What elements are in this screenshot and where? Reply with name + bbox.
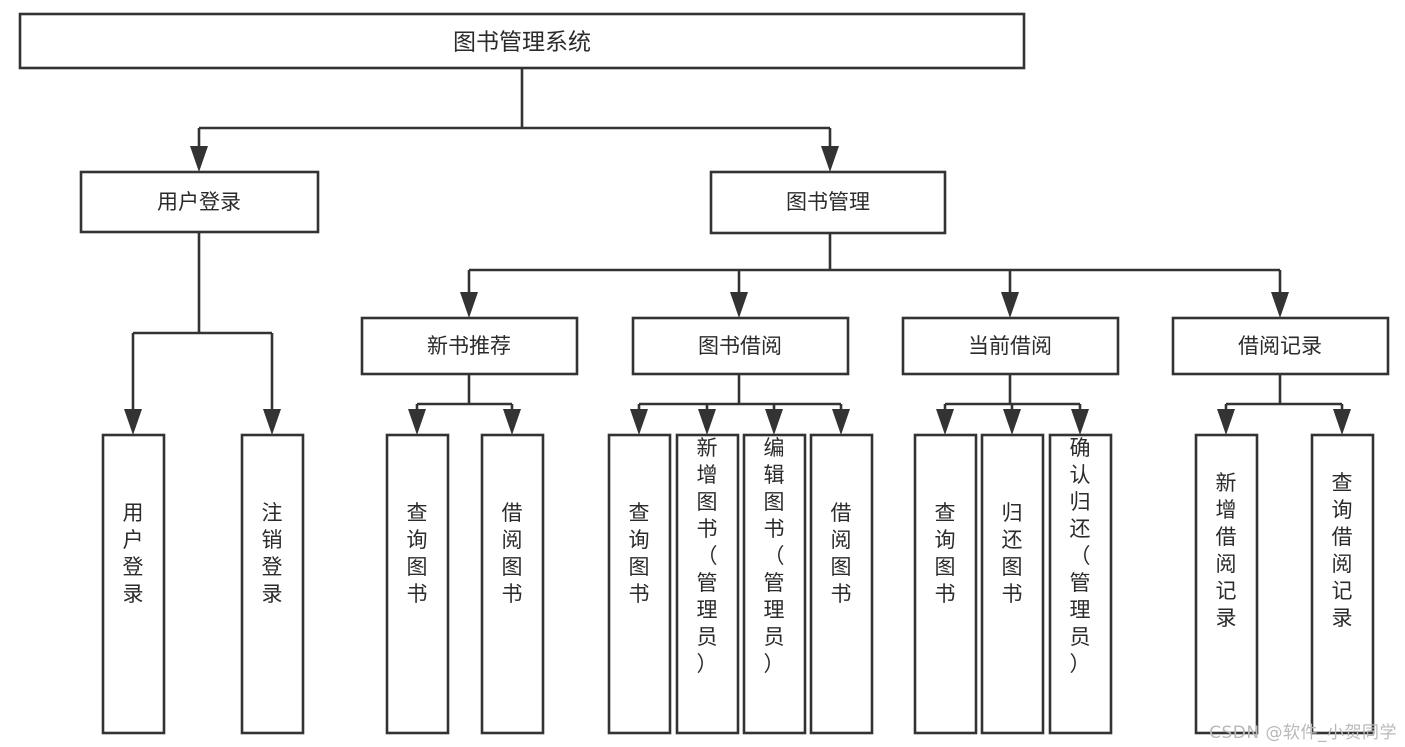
leaf-book-borrow-borrow[interactable]: 借阅图书 bbox=[809, 433, 874, 735]
node-borrow-record[interactable]: 借阅记录 bbox=[1171, 316, 1390, 376]
leaf-book-borrow-borrow-label: 借阅图书 bbox=[831, 501, 852, 606]
node-current-borrow-box[interactable] bbox=[901, 316, 1120, 376]
leaf-current-borrow-confirm-box[interactable] bbox=[1048, 433, 1113, 735]
leaf-new-book-query[interactable]: 查询图书 bbox=[385, 433, 450, 735]
leaf-current-borrow-query-label: 查询图书 bbox=[935, 501, 956, 606]
leaf-current-borrow-return-label: 归还图书 bbox=[1002, 501, 1023, 606]
node-current-borrow[interactable]: 当前借阅 bbox=[901, 316, 1120, 376]
node-user-login[interactable]: 用户登录 bbox=[79, 170, 320, 234]
arrow-leaf-8-icon bbox=[832, 409, 850, 435]
node-user-login-label: 用户登录 bbox=[157, 190, 241, 214]
node-book-manage-label: 图书管理 bbox=[786, 190, 870, 214]
leaf-borrow-record-query[interactable]: 查询借阅记录 bbox=[1310, 433, 1375, 735]
leaf-book-borrow-query-box[interactable] bbox=[607, 433, 672, 735]
leaf-borrow-record-add-box[interactable] bbox=[1194, 433, 1259, 735]
leaf-new-book-borrow-label: 借阅图书 bbox=[502, 501, 523, 606]
arrow-to-current-borrow-icon bbox=[1001, 292, 1019, 318]
arrow-leaf-10-icon bbox=[1003, 409, 1021, 435]
leaf-user-login-logout-box[interactable] bbox=[240, 433, 305, 735]
arrow-to-user-login-icon bbox=[190, 146, 208, 172]
arrow-leaf-12-icon bbox=[1217, 409, 1235, 435]
leaf-book-borrow-edit-box[interactable] bbox=[742, 433, 807, 735]
node-new-book-recommend-label: 新书推荐 bbox=[427, 334, 511, 358]
node-current-borrow-label: 当前借阅 bbox=[968, 334, 1052, 358]
leaf-current-borrow-return-box[interactable] bbox=[980, 433, 1045, 735]
leaf-current-borrow-query-box[interactable] bbox=[913, 433, 978, 735]
node-new-book-recommend-box[interactable] bbox=[360, 316, 579, 376]
arrow-leaf-11-icon bbox=[1071, 409, 1089, 435]
leaf-new-book-query-box[interactable] bbox=[385, 433, 450, 735]
node-root-box[interactable] bbox=[18, 12, 1026, 70]
leaf-current-borrow-confirm-label: 确认归还（管理员） bbox=[1070, 436, 1091, 676]
node-book-borrow-label: 图书借阅 bbox=[698, 334, 782, 358]
leaf-new-book-borrow-box[interactable] bbox=[480, 433, 545, 735]
leaf-current-borrow-confirm[interactable]: 确认归还（管理员） bbox=[1048, 433, 1113, 735]
arrow-leaf-1-icon bbox=[124, 409, 142, 435]
leaf-borrow-record-add-label: 新增借阅记录 bbox=[1216, 471, 1237, 630]
arrow-leaf-2-icon bbox=[263, 409, 281, 435]
leaf-book-borrow-query[interactable]: 查询图书 bbox=[607, 433, 672, 735]
leaf-book-borrow-edit-label: 编辑图书（管理员） bbox=[764, 436, 785, 676]
leaf-new-book-query-label: 查询图书 bbox=[407, 501, 428, 606]
leaf-current-borrow-return[interactable]: 归还图书 bbox=[980, 433, 1045, 735]
leaf-book-borrow-edit[interactable]: 编辑图书（管理员） bbox=[742, 433, 807, 735]
arrow-leaf-3-icon bbox=[408, 409, 426, 435]
node-book-borrow[interactable]: 图书借阅 bbox=[631, 316, 850, 376]
leaf-borrow-record-add[interactable]: 新增借阅记录 bbox=[1194, 433, 1259, 735]
arrow-to-borrow-record-icon bbox=[1271, 292, 1289, 318]
leaf-user-login-logout[interactable]: 注销登录 bbox=[240, 433, 305, 735]
node-root[interactable]: 图书管理系统 bbox=[18, 12, 1026, 70]
leaf-user-login-logout-label: 注销登录 bbox=[262, 501, 283, 606]
node-root-label: 图书管理系统 bbox=[453, 30, 591, 56]
arrow-to-book-manage-icon bbox=[821, 146, 839, 172]
leaf-user-login-login-label: 用户登录 bbox=[123, 501, 144, 606]
leaf-new-book-borrow[interactable]: 借阅图书 bbox=[480, 433, 545, 735]
leaf-book-borrow-borrow-box[interactable] bbox=[809, 433, 874, 735]
leaf-book-borrow-add-label: 新增图书（管理员） bbox=[697, 436, 718, 676]
node-user-login-box[interactable] bbox=[79, 170, 320, 234]
arrow-to-book-borrow-icon bbox=[730, 292, 748, 318]
arrow-leaf-6-icon bbox=[698, 409, 716, 435]
leaf-user-login-login[interactable]: 用户登录 bbox=[101, 433, 166, 735]
leaf-book-borrow-add[interactable]: 新增图书（管理员） bbox=[675, 433, 740, 735]
arrow-leaf-5-icon bbox=[630, 409, 648, 435]
node-borrow-record-box[interactable] bbox=[1171, 316, 1390, 376]
leaf-borrow-record-query-label: 查询借阅记录 bbox=[1332, 471, 1353, 630]
arrow-to-new-book-icon bbox=[460, 292, 478, 318]
arrow-leaf-13-icon bbox=[1333, 409, 1351, 435]
leaf-book-borrow-add-box[interactable] bbox=[675, 433, 740, 735]
node-book-manage-box[interactable] bbox=[709, 170, 947, 235]
node-book-manage[interactable]: 图书管理 bbox=[709, 170, 947, 235]
leaf-book-borrow-query-label: 查询图书 bbox=[629, 501, 650, 606]
leaf-current-borrow-query[interactable]: 查询图书 bbox=[913, 433, 978, 735]
arrow-leaf-7-icon bbox=[765, 409, 783, 435]
node-book-borrow-box[interactable] bbox=[631, 316, 850, 376]
edges-layer bbox=[124, 68, 1351, 435]
arrow-leaf-4-icon bbox=[503, 409, 521, 435]
node-borrow-record-label: 借阅记录 bbox=[1238, 334, 1322, 358]
leaf-user-login-login-box[interactable] bbox=[101, 433, 166, 735]
node-new-book-recommend[interactable]: 新书推荐 bbox=[360, 316, 579, 376]
leaf-borrow-record-query-box[interactable] bbox=[1310, 433, 1375, 735]
arrow-leaf-9-icon bbox=[936, 409, 954, 435]
